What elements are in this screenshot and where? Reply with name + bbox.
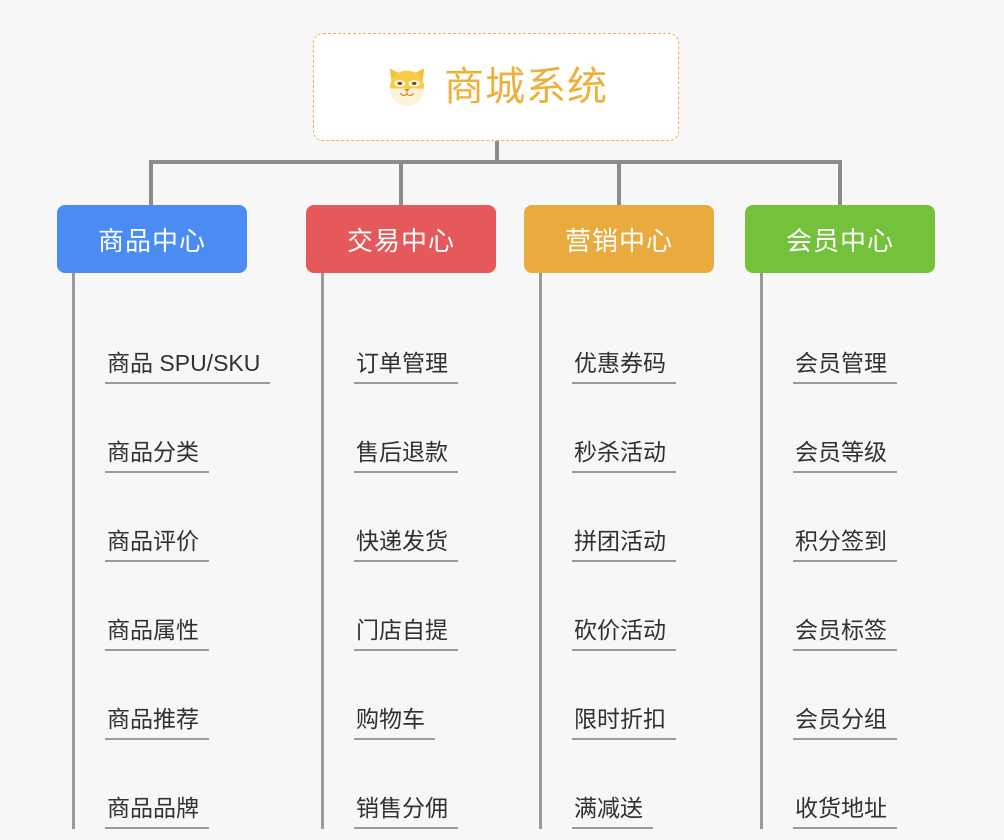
- list-item[interactable]: 积分签到: [763, 473, 935, 562]
- list-item[interactable]: 优惠券码: [542, 295, 714, 384]
- shiba-dog-face-icon: [389, 68, 425, 106]
- leaf-label: 商品分类: [105, 439, 209, 473]
- list-item[interactable]: 会员等级: [763, 384, 935, 473]
- leaf-label: 秒杀活动: [572, 439, 676, 473]
- list-item[interactable]: 商品品牌: [75, 740, 247, 829]
- branch-header-product-center[interactable]: 商品中心: [57, 205, 247, 273]
- leaf-list-trade-center: 订单管理 售后退款 快递发货 门店自提 购物车 销售分佣: [321, 273, 496, 829]
- leaf-label: 销售分佣: [354, 795, 458, 829]
- leaf-label: 商品评价: [105, 528, 209, 562]
- list-item[interactable]: 销售分佣: [324, 740, 496, 829]
- connector-root-stem: [495, 141, 499, 163]
- root-node[interactable]: 商城系统: [313, 33, 679, 141]
- list-item[interactable]: 满减送: [542, 740, 714, 829]
- leaf-label: 拼团活动: [572, 528, 676, 562]
- leaf-label: 收货地址: [793, 795, 897, 829]
- leaf-label: 会员分组: [793, 706, 897, 740]
- leaf-label: 商品 SPU/SKU: [105, 350, 271, 384]
- leaf-label: 会员管理: [793, 350, 897, 384]
- list-item[interactable]: 商品分类: [75, 384, 247, 473]
- list-item[interactable]: 限时折扣: [542, 651, 714, 740]
- list-item[interactable]: 商品推荐: [75, 651, 247, 740]
- connector-drop-2: [399, 160, 403, 205]
- leaf-label: 会员标签: [793, 617, 897, 651]
- list-item[interactable]: 会员分组: [763, 651, 935, 740]
- connector-horizontal-bus: [149, 160, 842, 164]
- leaf-label: 售后退款: [354, 439, 458, 473]
- list-item[interactable]: 商品属性: [75, 562, 247, 651]
- leaf-label: 商品属性: [105, 617, 209, 651]
- leaf-list-member-center: 会员管理 会员等级 积分签到 会员标签 会员分组 收货地址: [760, 273, 935, 829]
- leaf-label: 门店自提: [354, 617, 458, 651]
- branch-marketing-center: 营销中心 优惠券码 秒杀活动 拼团活动 砍价活动 限时折扣 满减送: [524, 205, 714, 829]
- list-item[interactable]: 订单管理: [324, 295, 496, 384]
- list-item[interactable]: 商品 SPU/SKU: [75, 295, 271, 384]
- connector-drop-3: [617, 160, 621, 205]
- leaf-label: 会员等级: [793, 439, 897, 473]
- connector-drop-1: [149, 160, 153, 205]
- leaf-label: 积分签到: [793, 528, 897, 562]
- list-item[interactable]: 购物车: [324, 651, 496, 740]
- branch-product-center: 商品中心 商品 SPU/SKU 商品分类 商品评价 商品属性 商品推荐 商品品牌: [57, 205, 271, 829]
- list-item[interactable]: 门店自提: [324, 562, 496, 651]
- leaf-label: 优惠券码: [572, 350, 676, 384]
- branch-trade-center: 交易中心 订单管理 售后退款 快递发货 门店自提 购物车 销售分佣: [306, 205, 496, 829]
- list-item[interactable]: 会员管理: [763, 295, 935, 384]
- list-item[interactable]: 会员标签: [763, 562, 935, 651]
- branch-member-center: 会员中心 会员管理 会员等级 积分签到 会员标签 会员分组 收货地址: [745, 205, 935, 829]
- list-item[interactable]: 拼团活动: [542, 473, 714, 562]
- leaf-label: 购物车: [354, 706, 435, 740]
- leaf-list-marketing-center: 优惠券码 秒杀活动 拼团活动 砍价活动 限时折扣 满减送: [539, 273, 714, 829]
- list-item[interactable]: 收货地址: [763, 740, 935, 829]
- leaf-label: 限时折扣: [572, 706, 676, 740]
- leaf-label: 商品品牌: [105, 795, 209, 829]
- list-item[interactable]: 售后退款: [324, 384, 496, 473]
- list-item[interactable]: 秒杀活动: [542, 384, 714, 473]
- leaf-list-product-center: 商品 SPU/SKU 商品分类 商品评价 商品属性 商品推荐 商品品牌: [72, 273, 271, 829]
- leaf-label: 满减送: [572, 795, 653, 829]
- list-item[interactable]: 砍价活动: [542, 562, 714, 651]
- branch-header-member-center[interactable]: 会员中心: [745, 205, 935, 273]
- leaf-label: 订单管理: [354, 350, 458, 384]
- list-item[interactable]: 商品评价: [75, 473, 247, 562]
- leaf-label: 快递发货: [354, 528, 458, 562]
- root-title: 商城系统: [444, 65, 608, 109]
- leaf-label: 砍价活动: [572, 617, 676, 651]
- leaf-label: 商品推荐: [105, 706, 209, 740]
- branch-header-trade-center[interactable]: 交易中心: [306, 205, 496, 273]
- connector-drop-4: [838, 160, 842, 205]
- list-item[interactable]: 快递发货: [324, 473, 496, 562]
- branch-header-marketing-center[interactable]: 营销中心: [524, 205, 714, 273]
